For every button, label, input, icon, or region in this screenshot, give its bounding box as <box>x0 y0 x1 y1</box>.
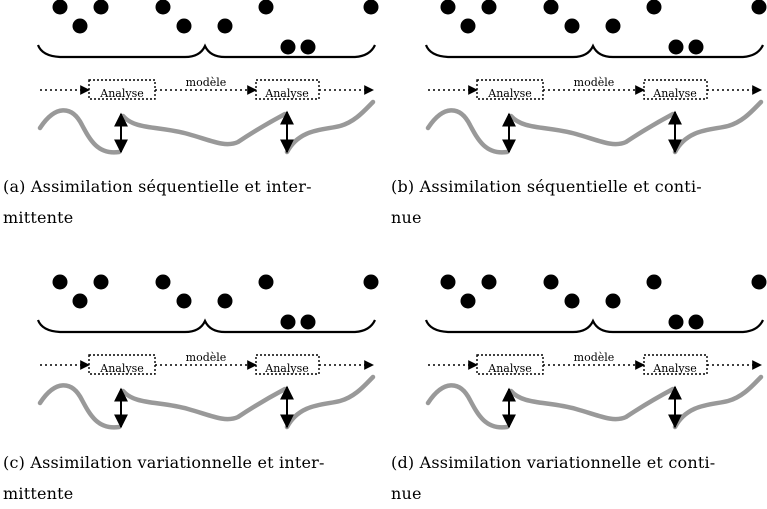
model-trajectory-segment <box>37 108 122 155</box>
observation-dot <box>668 314 684 330</box>
model-label: modèle <box>574 351 615 364</box>
observation-dot <box>564 293 580 309</box>
observation-dot <box>646 0 662 15</box>
observation-dot <box>481 274 497 290</box>
observation-dot <box>217 18 233 34</box>
model-trajectory-segment <box>37 383 122 430</box>
panel-caption: (d) Assimilation variationnelle et conti… <box>391 447 763 509</box>
observation-dot <box>543 0 559 15</box>
observation-dot <box>155 274 171 290</box>
time-window-brace <box>36 43 377 59</box>
model-trajectory-segment <box>672 374 764 430</box>
model-trajectory-segment <box>284 374 376 430</box>
observation-dot <box>481 0 497 15</box>
panel-caption: (b) Assimilation séquentielle et conti- … <box>391 171 763 233</box>
observation-dot <box>93 274 109 290</box>
diagram-panel-b: Analyse Analyse modèle (b) Assimilation sé… <box>388 0 767 250</box>
observation-dot <box>93 0 109 15</box>
panel-caption: (c) Assimilation variationnelle et inter… <box>3 447 379 509</box>
caption-line-1: (c) Assimilation variationnelle et inter… <box>3 453 325 472</box>
analysis-box <box>88 354 156 375</box>
analysis-label: Analyse <box>652 87 696 100</box>
diagram-panel-d: Analyse Analyse modèle (d) Assimilation va… <box>388 274 767 503</box>
observation-dot <box>155 0 171 15</box>
model-trajectory-segment <box>508 111 676 147</box>
observation-dot <box>751 274 767 290</box>
model-label: modèle <box>574 76 615 89</box>
caption-line-2: nue <box>391 208 422 227</box>
assimilation-diagram: Analyse Analyse modèle <box>424 274 767 430</box>
observation-dot <box>543 274 559 290</box>
analysis-label: Analyse <box>487 362 531 375</box>
caption-line-1: (b) Assimilation séquentielle et conti- <box>391 177 702 196</box>
observation-dot <box>440 0 456 15</box>
observation-dot <box>363 274 379 290</box>
caption-line-1: (d) Assimilation variationnelle et conti… <box>391 453 716 472</box>
time-window-brace <box>424 318 765 334</box>
analysis-box <box>643 79 708 100</box>
observation-dot <box>668 39 684 55</box>
observation-dot <box>363 0 379 15</box>
panel-caption: (a) Assimilation séquentielle et inter- … <box>3 171 379 233</box>
observation-dot <box>605 293 621 309</box>
model-label: modèle <box>186 76 227 89</box>
caption-line-2: mittente <box>3 208 74 227</box>
diagram-panel-c: Analyse Analyse modèle (c) Assimilation va… <box>0 274 385 503</box>
analysis-label: Analyse <box>264 362 308 375</box>
analysis-label: Analyse <box>99 362 143 375</box>
analysis-box <box>88 79 156 100</box>
assimilation-diagram: Analyse Analyse modèle <box>36 274 379 430</box>
analysis-label: Analyse <box>487 87 531 100</box>
caption-line-2: mittente <box>3 484 74 503</box>
observation-dot <box>300 39 316 55</box>
observation-dot <box>72 18 88 34</box>
analysis-label: Analyse <box>652 362 696 375</box>
model-trajectory-segment <box>120 111 288 147</box>
observation-dot <box>460 18 476 34</box>
model-trajectory-segment <box>672 99 764 155</box>
observation-dot <box>300 314 316 330</box>
time-window-brace <box>36 318 377 334</box>
observation-dot <box>564 18 580 34</box>
observation-dot <box>258 274 274 290</box>
assimilation-diagram: Analyse Analyse modèle <box>424 0 767 155</box>
model-trajectory-segment <box>425 108 510 155</box>
analysis-box <box>476 354 544 375</box>
observation-dot <box>72 293 88 309</box>
observation-dot <box>52 0 68 15</box>
model-label: modèle <box>186 351 227 364</box>
observation-dot <box>688 39 704 55</box>
model-trajectory-segment <box>120 386 288 422</box>
observation-dot <box>176 18 192 34</box>
observation-dot <box>751 0 767 15</box>
observation-dot <box>460 293 476 309</box>
caption-line-1: (a) Assimilation séquentielle et inter- <box>3 177 312 196</box>
time-window-brace <box>424 43 765 59</box>
model-trajectory-segment <box>508 386 676 422</box>
analysis-box <box>476 79 544 100</box>
analysis-box <box>255 79 320 100</box>
observation-dot <box>217 293 233 309</box>
analysis-box <box>643 354 708 375</box>
observation-dot <box>52 274 68 290</box>
observation-dot <box>646 274 662 290</box>
analysis-box <box>255 354 320 375</box>
caption-line-2: nue <box>391 484 422 503</box>
observation-dot <box>440 274 456 290</box>
analysis-label: Analyse <box>264 87 308 100</box>
assimilation-diagram: Analyse Analyse modèle <box>36 0 379 155</box>
diagram-panel-a: Analyse Analyse modèle (a) Assimilation sé… <box>0 0 385 250</box>
model-trajectory-segment <box>425 383 510 430</box>
analysis-label: Analyse <box>99 87 143 100</box>
observation-dot <box>258 0 274 15</box>
observation-dot <box>280 314 296 330</box>
observation-dot <box>688 314 704 330</box>
observation-dot <box>176 293 192 309</box>
observation-dot <box>280 39 296 55</box>
observation-dot <box>605 18 621 34</box>
model-trajectory-segment <box>284 99 376 155</box>
